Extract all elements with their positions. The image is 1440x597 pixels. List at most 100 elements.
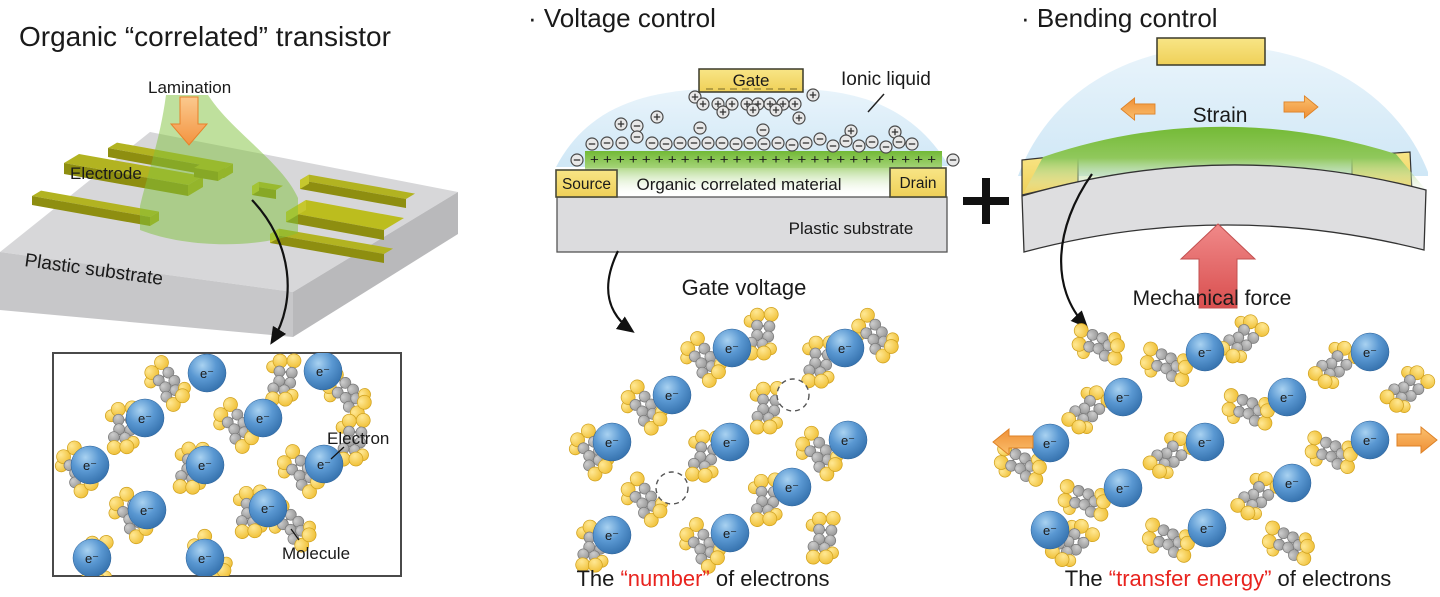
lamination-label: Lamination <box>148 78 231 97</box>
electron <box>1185 422 1225 462</box>
electron <box>125 398 165 438</box>
anion-icon <box>946 153 960 167</box>
electron <box>1185 332 1225 372</box>
source-label: Source <box>562 176 611 193</box>
electron <box>70 445 110 485</box>
electron <box>243 398 283 438</box>
gate-electrode <box>698 68 804 93</box>
cation-icon <box>788 97 802 111</box>
cation-icon <box>716 105 730 119</box>
electron <box>1350 332 1390 372</box>
channel-layer-fade <box>585 167 942 197</box>
bending-control-header: · Bending control <box>1021 3 1218 33</box>
electron <box>1030 423 1070 463</box>
electron <box>1267 377 1307 417</box>
voltage-control-panel: · Voltage control + + + + + + + + + + + … <box>528 3 960 591</box>
anion-icon <box>687 136 701 150</box>
anion-icon <box>693 121 707 135</box>
gate-voltage-label: Gate voltage <box>682 275 807 300</box>
electron <box>1103 377 1143 417</box>
anion-icon <box>645 136 659 150</box>
electron <box>592 422 632 462</box>
anion-icon <box>673 136 687 150</box>
cation-icon <box>650 110 664 124</box>
anion-icon <box>785 138 799 152</box>
transfer-energy-caption: The “transfer energy” of electrons <box>1065 566 1392 591</box>
electron-number-caption: The “number” of electrons <box>576 566 829 591</box>
ionic-liquid-pointer-line <box>867 93 885 113</box>
voltage-control-header: · Voltage control <box>528 3 716 33</box>
electron <box>187 353 227 393</box>
molecule-label: Molecule <box>282 544 350 563</box>
cation-icon <box>614 117 628 131</box>
anion-icon <box>852 139 866 153</box>
electron <box>712 328 752 368</box>
source-electrode <box>555 169 618 198</box>
bending-arrow <box>1060 173 1093 329</box>
electron <box>828 420 868 460</box>
anion-icon <box>615 136 629 150</box>
plus-combiner-icon <box>963 178 1009 224</box>
electron-hole-icon <box>776 378 810 412</box>
drain-label: Drain <box>899 175 936 192</box>
electron-pointer-line <box>330 446 345 460</box>
bent-substrate <box>1021 164 1427 253</box>
anion-icon <box>879 140 893 154</box>
electron <box>652 375 692 415</box>
anion-icon <box>701 136 715 150</box>
molecule <box>1062 312 1134 378</box>
electron <box>303 353 343 391</box>
ionic-liquid-label: Ionic liquid <box>841 69 931 90</box>
anion-icon <box>715 136 729 150</box>
anion-icon <box>839 134 853 148</box>
electron <box>825 328 865 368</box>
electron <box>304 444 344 484</box>
bent-gate-electrode <box>1156 37 1266 66</box>
electron-label: Electron <box>327 429 389 448</box>
cation-icon <box>806 88 820 102</box>
mechanical-force-arrow-icon <box>1179 223 1257 309</box>
left-panel: Organic “correlated” transistor <box>0 21 458 577</box>
anion-icon <box>729 137 743 151</box>
electron <box>1350 420 1390 460</box>
anion-icon <box>892 135 906 149</box>
anion-icon <box>630 119 644 133</box>
anion-icon <box>570 153 584 167</box>
cation-icon <box>746 103 760 117</box>
mechanical-force-label: Mechanical force <box>1133 287 1292 310</box>
anion-icon <box>630 130 644 144</box>
zoom-arrow <box>251 199 289 345</box>
electron <box>772 467 812 507</box>
anion-icon <box>585 137 599 151</box>
cation-icon <box>769 103 783 117</box>
gate-voltage-arrow <box>607 250 635 333</box>
anion-icon <box>771 136 785 150</box>
bent-organic-film <box>1022 126 1426 196</box>
cation-icon <box>792 111 806 125</box>
electron <box>1272 463 1312 503</box>
middle-substrate <box>556 196 948 253</box>
anion-icon <box>865 135 879 149</box>
channel-plus-row: + + + + + + + + + + + + + + + + + + + + … <box>590 152 936 167</box>
electron <box>1187 508 1227 548</box>
gate-label: Gate <box>733 71 770 90</box>
electron-hole-icon <box>655 471 689 505</box>
anion-icon <box>813 132 827 146</box>
material-label: Organic correlated material <box>636 175 841 194</box>
electron <box>1103 468 1143 508</box>
electron <box>248 488 288 528</box>
cation-icon <box>696 97 710 111</box>
anion-icon <box>756 123 770 137</box>
lamination-arrow-icon <box>169 96 209 146</box>
middle-substrate-label: Plastic substrate <box>789 219 914 238</box>
electron <box>710 513 750 553</box>
molecule-pointer-line <box>290 528 300 541</box>
anion-icon <box>905 137 919 151</box>
organic-film <box>140 95 298 245</box>
electron <box>1030 510 1070 550</box>
anion-icon <box>757 137 771 151</box>
electron <box>710 422 750 462</box>
electron <box>72 538 112 576</box>
anion-icon <box>826 139 840 153</box>
